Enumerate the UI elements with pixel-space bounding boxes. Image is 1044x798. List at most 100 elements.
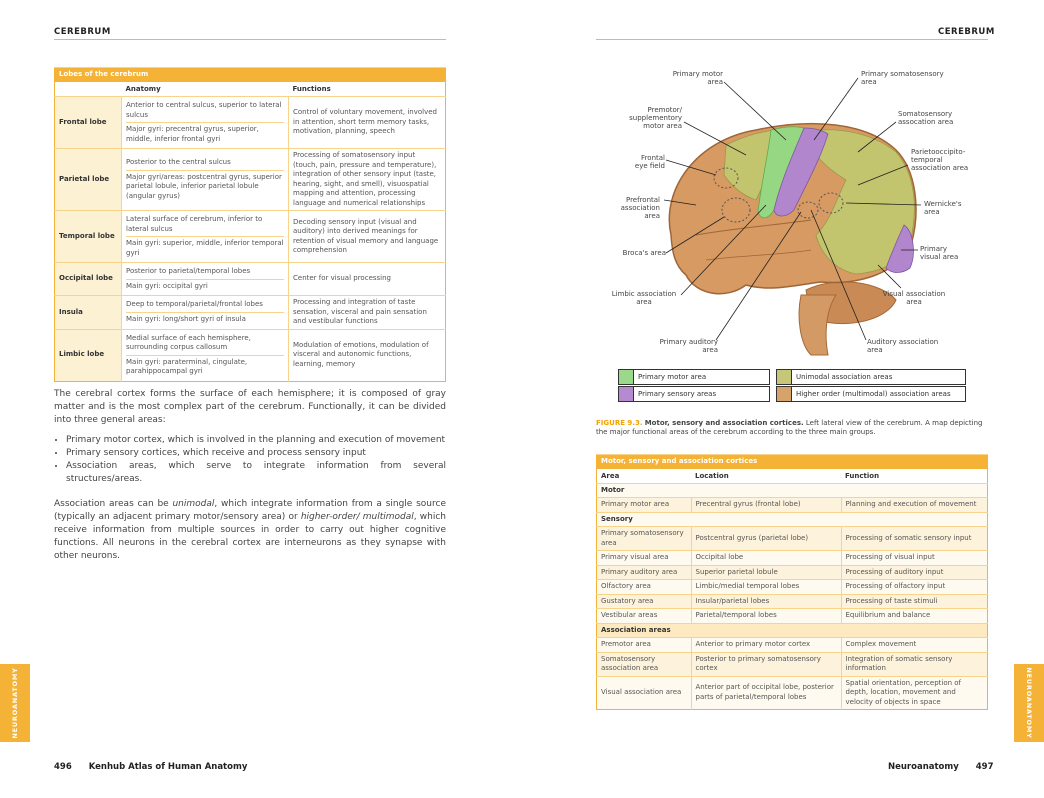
label-primary-visual: Primary visual area bbox=[920, 245, 959, 261]
table-row: Sensory bbox=[596, 511, 988, 527]
cortices-col-location: Location bbox=[691, 468, 841, 484]
group-header: Motor bbox=[596, 482, 988, 498]
area-cell: Primary somatosensory area bbox=[596, 526, 691, 551]
table-row: Association areas bbox=[596, 622, 988, 638]
location-cell: Anterior part of occipital lobe, posteri… bbox=[690, 675, 841, 710]
label-limbic-association: Limbic association area bbox=[611, 290, 677, 306]
areas-bullet-list: Primary motor cortex, which is involved … bbox=[54, 434, 446, 486]
lobe-anatomy: Deep to temporal/parietal/frontal lobes bbox=[126, 300, 263, 309]
function-cell: Processing of olfactory input bbox=[840, 579, 988, 594]
left-running-header: CEREBRUM bbox=[54, 27, 111, 37]
function-cell: Processing of taste stimuli bbox=[840, 593, 988, 609]
label-parietooccipitotemporal: Parietooccipito- temporal association ar… bbox=[911, 148, 969, 172]
emphasis-multimodal: higher-order/ multimodal bbox=[300, 512, 414, 522]
section-title: Neuroanatomy bbox=[888, 762, 959, 772]
right-running-header: CEREBRUM bbox=[938, 27, 995, 37]
lobe-gyri: Main gyri: long/short gyri of insula bbox=[126, 311, 284, 327]
lobes-table-caption: Lobes of the cerebrum bbox=[54, 67, 446, 82]
primary-somatosensory-shape bbox=[773, 127, 829, 217]
page-number: 497 bbox=[975, 762, 994, 772]
area-cell: Visual association area bbox=[596, 675, 691, 710]
text-run: , which integrate information from a sin… bbox=[54, 499, 446, 522]
lobe-functions: Decoding sensory input (visual and audit… bbox=[288, 210, 446, 263]
function-cell: Complex movement bbox=[840, 637, 988, 652]
lobes-col-functions: Functions bbox=[288, 82, 446, 97]
label-somatosensory-association: Somatosensory assocation area bbox=[898, 110, 954, 126]
brain-figure bbox=[663, 77, 922, 356]
location-cell: Anterior to primary motor cortex bbox=[690, 637, 841, 652]
area-cell: Somatosensory association area bbox=[596, 651, 691, 676]
lobe-gyri: Major gyri: precentral gyrus, superior, … bbox=[126, 122, 284, 146]
left-header-rule bbox=[54, 39, 446, 40]
lobe-gyri: Main gyri: occipital gyri bbox=[126, 278, 284, 294]
lobe-name: Frontal lobe bbox=[54, 96, 122, 149]
paragraph-intro: The cerebral cortex forms the surface of… bbox=[54, 389, 446, 425]
book-title: Kenhub Atlas of Human Anatomy bbox=[88, 762, 248, 772]
table-row: Temporal lobe Lateral surface of cerebru… bbox=[54, 210, 446, 263]
legend-primary-sensory: Primary sensory areas bbox=[618, 386, 770, 402]
lobe-name: Temporal lobe bbox=[54, 210, 122, 263]
leader-lines bbox=[663, 77, 922, 341]
group-header: Association areas bbox=[596, 622, 988, 638]
function-cell: Integration of somatic sensory informati… bbox=[840, 651, 988, 676]
area-cell: Premotor area bbox=[596, 637, 691, 652]
location-cell: Parietal/temporal lobes bbox=[690, 608, 841, 623]
area-cell: Olfactory area bbox=[596, 579, 691, 594]
lobe-functions: Processing of somatosensory input (touch… bbox=[288, 148, 446, 211]
lobe-functions: Center for visual processing bbox=[288, 262, 446, 296]
lobes-table: Lobes of the cerebrum Anatomy Functions … bbox=[54, 67, 446, 382]
right-header-rule bbox=[596, 39, 988, 40]
left-section-tab: NEUROANATOMY bbox=[0, 664, 30, 742]
paragraph-association: Association areas can be unimodal, which… bbox=[54, 498, 446, 563]
location-cell: Insular/parietal lobes bbox=[690, 593, 841, 609]
area-cell: Gustatory area bbox=[596, 593, 691, 609]
location-cell: Precentral gyrus (frontal lobe) bbox=[690, 497, 841, 512]
label-primary-somatosensory: Primary somatosensory area bbox=[861, 70, 944, 86]
area-cell: Primary visual area bbox=[596, 550, 691, 565]
section-tab-label: NEUROANATOMY bbox=[11, 667, 19, 739]
lobe-functions: Modulation of emotions, modulation of vi… bbox=[288, 328, 446, 381]
emphasis-unimodal: unimodal bbox=[172, 499, 215, 509]
legend-swatch bbox=[619, 370, 634, 384]
lobe-name: Insula bbox=[54, 295, 122, 329]
legend-primary-motor: Primary motor area bbox=[618, 369, 770, 385]
cortices-table: Motor, sensory and association cortices … bbox=[596, 454, 988, 710]
legend-swatch bbox=[777, 370, 792, 384]
label-auditory-association: Auditory association area bbox=[867, 338, 939, 354]
table-row: Frontal lobe Anterior to central sulcus,… bbox=[54, 96, 446, 149]
function-cell: Equilibrium and balance bbox=[840, 608, 988, 623]
primary-visual-shape bbox=[885, 224, 914, 273]
lobe-name: Occipital lobe bbox=[54, 262, 122, 296]
label-primary-motor: Primary motor area bbox=[672, 70, 723, 86]
label-prefrontal: Prefrontal association area bbox=[620, 196, 660, 220]
location-cell: Posterior to primary somatosensory corte… bbox=[690, 651, 841, 676]
cortices-col-function: Function bbox=[841, 468, 988, 484]
function-cell: Spatial orientation, perception of depth… bbox=[840, 675, 988, 710]
figure-title: Motor, sensory and association cortices. bbox=[644, 419, 804, 427]
lobe-anatomy: Anterior to central sulcus, superior to … bbox=[126, 101, 282, 119]
right-footer: Neuroanatomy 497 bbox=[888, 762, 994, 772]
table-row: Limbic lobe Medial surface of each hemis… bbox=[54, 328, 446, 381]
unimodal-area-shape bbox=[800, 129, 915, 275]
cortices-table-caption: Motor, sensory and association cortices bbox=[596, 454, 988, 469]
legend-label: Primary sensory areas bbox=[638, 390, 717, 398]
lobe-functions: Processing and integration of taste sens… bbox=[288, 295, 446, 329]
legend-label: Higher order (multimodal) association ar… bbox=[796, 390, 951, 398]
left-footer: 496 Kenhub Atlas of Human Anatomy bbox=[54, 762, 247, 772]
list-item: Association areas, which serve to integr… bbox=[66, 460, 446, 486]
label-visual-association: Visual association area bbox=[882, 290, 946, 306]
section-tab-label: NEUROANATOMY bbox=[1025, 667, 1033, 739]
lobe-name: Limbic lobe bbox=[54, 328, 122, 381]
function-cell: Processing of somatic sensory input bbox=[840, 526, 988, 551]
table-row: Insula Deep to temporal/parietal/frontal… bbox=[54, 295, 446, 329]
lobe-gyri: Main gyri: paraterminal, cingulate, para… bbox=[126, 354, 284, 379]
figure-caption: FIGURE 9.3. Motor, sensory and associati… bbox=[596, 419, 988, 437]
lobe-anatomy: Lateral surface of cerebrum, inferior to… bbox=[126, 215, 263, 233]
lobes-col-anatomy: Anatomy bbox=[121, 82, 289, 97]
table-row: Parietal lobe Posterior to the central s… bbox=[54, 148, 446, 211]
label-frontal-eye-field: Frontal eye field bbox=[634, 154, 665, 170]
